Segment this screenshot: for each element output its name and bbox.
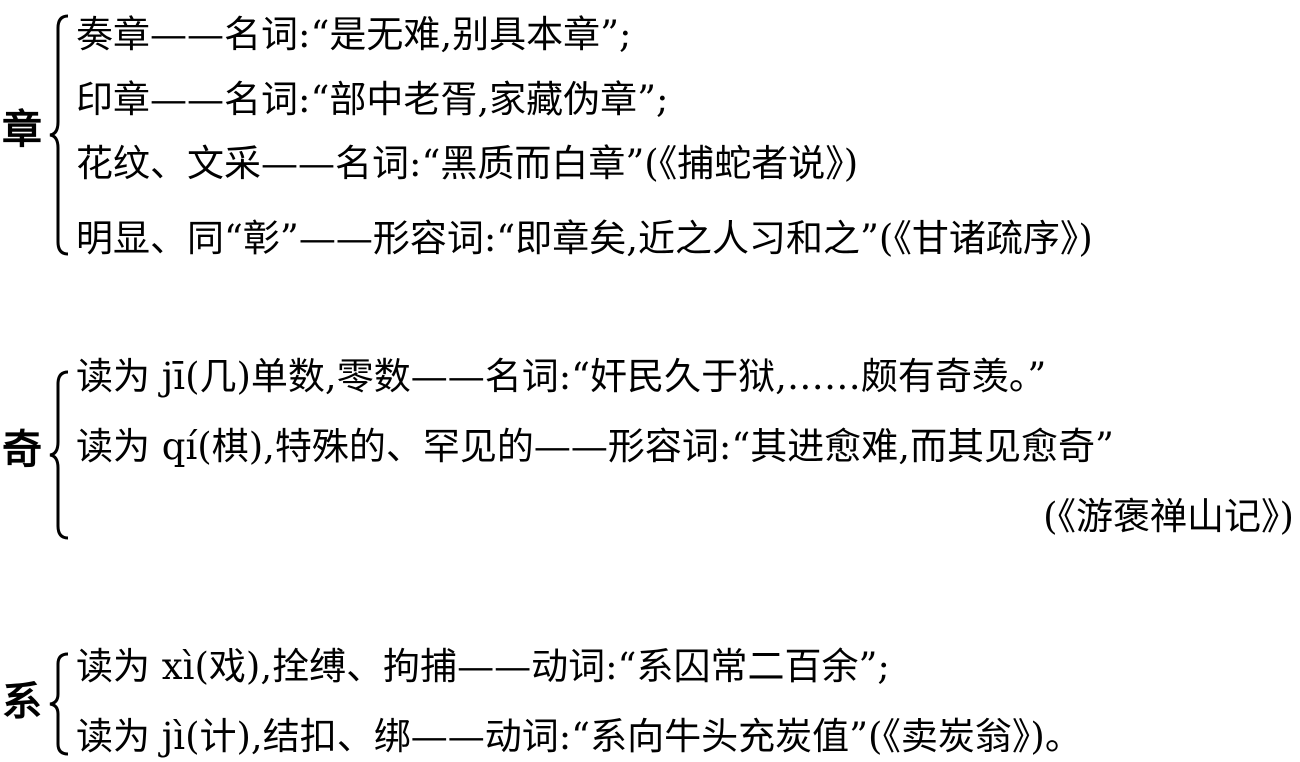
definition-line: 读为 qí(棋),特殊的、罕见的——形容词:“其进愈难,而其见愈奇” — [76, 425, 1114, 468]
head-char: 章 — [2, 107, 42, 153]
brace-icon — [49, 652, 69, 756]
brace-icon — [49, 370, 69, 540]
head-char: 奇 — [2, 427, 42, 473]
definition-line: 读为 jì(计),结扣、绑——动词:“系向牛头充炭值”(《卖炭翁》)。 — [76, 715, 1082, 758]
definition-line: 读为 xì(戏),拴缚、拘捕——动词:“系囚常二百余”; — [76, 645, 890, 688]
definition-line: 读为 jī(几)单数,零数——名词:“奸民久于狱,……颇有奇羡。” — [76, 355, 1047, 398]
brace-icon — [49, 14, 69, 256]
definition-line: 印章——名词:“部中老胥,家藏伪章”; — [76, 78, 669, 121]
source-line: (《游褒禅山记》) — [1043, 495, 1294, 538]
definition-line: 花纹、文采——名词:“黑质而白章”(《捕蛇者说》) — [76, 142, 859, 185]
head-char: 系 — [2, 679, 42, 725]
definition-line: 奏章——名词:“是无难,别具本章”; — [76, 13, 632, 56]
definition-line: 明显、同“彰”——形容词:“即章矣,近之人习和之”(《甘诸疏序》) — [76, 217, 1093, 260]
